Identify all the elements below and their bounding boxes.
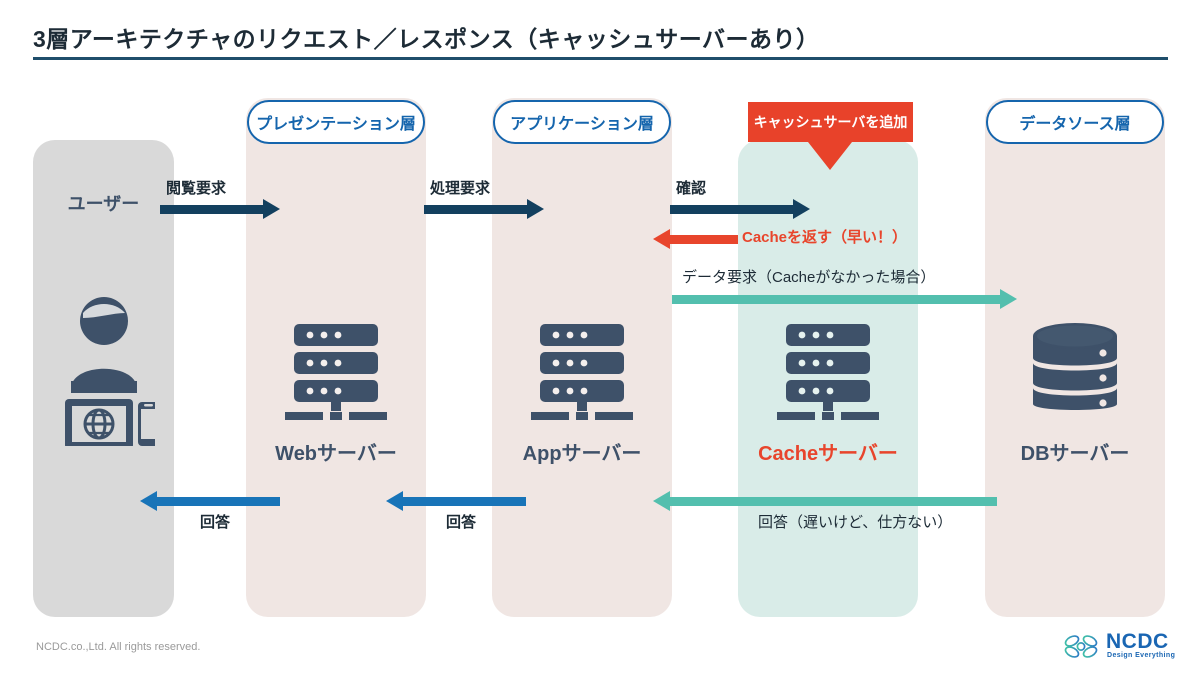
arrow-label-cache-return: Cacheを返す（早い！） [742, 229, 908, 246]
arrow-label-confirm: 確認 [676, 180, 707, 197]
caption-user: ユーザー [67, 194, 140, 214]
user-icon [53, 296, 159, 455]
layer-pill-presentation: プレゼンテーション層 [247, 100, 425, 144]
page-title: 3層アーキテクチャのリクエスト／レスポンス（キャッシュサーバーあり） [33, 26, 820, 52]
arrow-label-answer-web: 回答 [200, 514, 231, 531]
server-rack-icon-web [280, 322, 392, 420]
arrow-label-answer-db: 回答（遅いけど、仕方ない） [758, 514, 953, 531]
caption-db-server: DBサーバー [1020, 443, 1130, 465]
arrow-label-answer-app: 回答 [446, 514, 477, 531]
column-cache [738, 140, 918, 617]
caption-cache-server: Cacheサーバー [758, 443, 898, 465]
title-divider [33, 57, 1168, 60]
ncdc-logo-wordmark: NCDC [1106, 630, 1169, 653]
server-rack-icon-cache [772, 322, 884, 420]
arrow-label-process-request: 処理要求 [430, 180, 491, 197]
cache-callout-banner: キャッシュサーバを追加 [748, 102, 913, 142]
arrow-label-data-request: データ要求（Cacheがなかった場合） [682, 269, 936, 286]
footer-copyright: NCDC.co.,Ltd. All rights reserved. [36, 641, 201, 653]
layer-pill-application: アプリケーション層 [493, 100, 671, 144]
ncdc-logo-tagline: Design Everything [1107, 652, 1176, 659]
server-rack-icon-app [526, 322, 638, 420]
ncdc-mark-icon [1064, 635, 1098, 658]
cache-callout-triangle-icon [808, 142, 852, 170]
arrow-label-browse-request: 閲覧要求 [166, 180, 227, 197]
layer-pill-datasource: データソース層 [986, 100, 1164, 144]
caption-app-server: Appサーバー [522, 443, 642, 465]
database-cylinder-icon [1029, 320, 1121, 420]
ncdc-logo: NCDC Design Everything [1062, 630, 1175, 664]
caption-web-server: Webサーバー [275, 443, 397, 465]
